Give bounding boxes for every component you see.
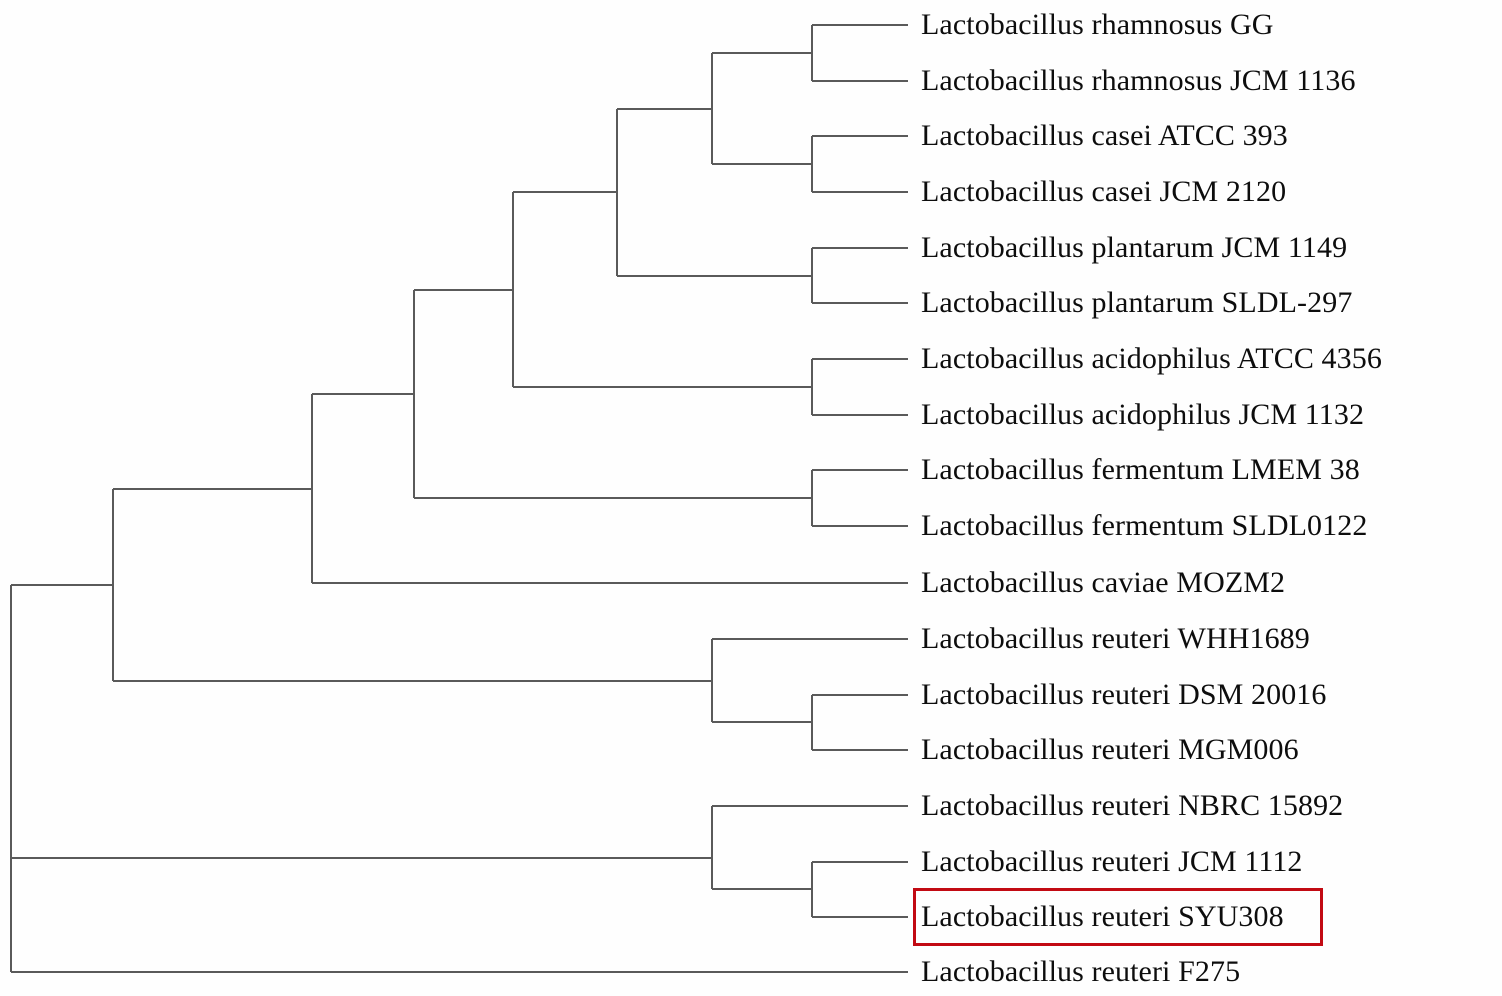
leaf-label: Lactobacillus reuteri F275 xyxy=(921,955,1241,988)
leaf-label: Lactobacillus reuteri MGM006 xyxy=(921,733,1299,766)
leaf-label: Lactobacillus fermentum LMEM 38 xyxy=(921,453,1360,486)
vertical-connectors-group xyxy=(10,25,813,972)
horizontal-branches-group xyxy=(11,24,908,973)
leaf-label: Lactobacillus reuteri NBRC 15892 xyxy=(921,789,1344,822)
leaf-label: Lactobacillus plantarum SLDL-297 xyxy=(921,286,1353,319)
leaf-label: Lactobacillus casei ATCC 393 xyxy=(921,119,1288,152)
leaf-label: Lactobacillus rhamnosus GG xyxy=(921,8,1274,41)
leaf-label: Lactobacillus reuteri JCM 1112 xyxy=(921,845,1303,878)
leaf-label: Lactobacillus caviae MOZM2 xyxy=(921,566,1286,599)
leaf-label: Lactobacillus casei JCM 2120 xyxy=(921,175,1287,208)
leaf-label: Lactobacillus reuteri SYU308 xyxy=(921,900,1284,933)
leaf-label: Lactobacillus acidophilus ATCC 4356 xyxy=(921,342,1382,375)
leaf-label: Lactobacillus rhamnosus JCM 1136 xyxy=(921,64,1356,97)
leaf-label: Lactobacillus reuteri DSM 20016 xyxy=(921,678,1327,711)
leaf-label: Lactobacillus acidophilus JCM 1132 xyxy=(921,398,1365,431)
leaf-label: Lactobacillus plantarum JCM 1149 xyxy=(921,231,1348,264)
leaf-label: Lactobacillus reuteri WHH1689 xyxy=(921,622,1310,655)
leaf-label: Lactobacillus fermentum SLDL0122 xyxy=(921,509,1368,542)
